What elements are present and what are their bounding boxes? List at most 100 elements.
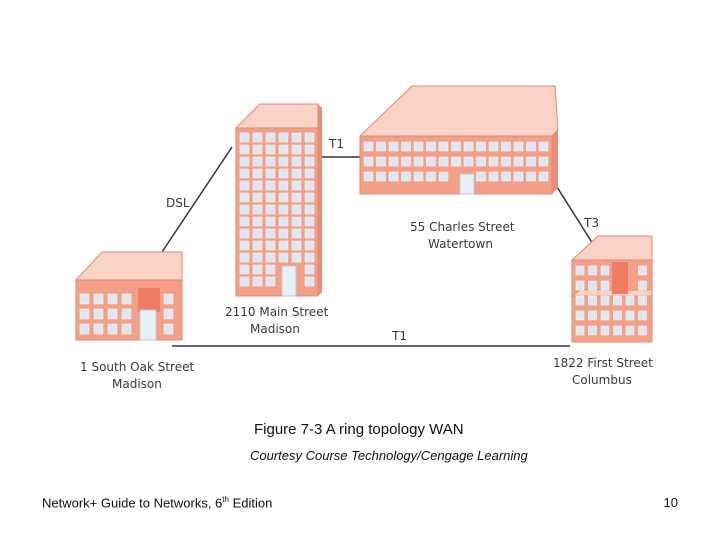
- window: [265, 216, 276, 227]
- window: [526, 156, 536, 167]
- window: [513, 156, 524, 167]
- window: [239, 132, 250, 143]
- window: [278, 192, 289, 203]
- window: [613, 295, 622, 306]
- window: [613, 325, 622, 336]
- window: [239, 276, 250, 287]
- window: [526, 141, 536, 152]
- window: [388, 141, 399, 152]
- building-charles-street: [358, 85, 559, 195]
- window: [304, 156, 315, 167]
- window: [625, 325, 635, 336]
- figure-credit: Courtesy Course Technology/Cengage Learn…: [250, 448, 528, 463]
- window: [438, 156, 449, 167]
- window: [538, 156, 549, 167]
- window: [265, 228, 276, 239]
- window: [265, 192, 276, 203]
- window: [600, 325, 610, 336]
- main-street-city: Madison: [250, 322, 300, 336]
- window: [121, 308, 132, 320]
- window: [304, 276, 315, 287]
- window: [401, 156, 411, 167]
- window: [163, 308, 174, 320]
- window: [304, 144, 315, 155]
- window: [426, 171, 436, 182]
- window: [239, 216, 250, 227]
- window: [291, 144, 302, 155]
- window: [376, 171, 386, 182]
- window: [575, 280, 585, 291]
- window: [600, 295, 610, 306]
- window: [588, 295, 597, 306]
- charles-street-city: Watertown: [428, 237, 493, 251]
- window: [278, 132, 289, 143]
- window: [121, 323, 132, 335]
- window: [291, 192, 302, 203]
- window: [304, 204, 315, 215]
- window: [575, 325, 585, 336]
- window: [538, 171, 549, 182]
- window: [638, 325, 647, 336]
- window: [239, 180, 250, 191]
- window: [625, 295, 635, 306]
- window: [163, 323, 174, 335]
- book-title: Network+ Guide to Networks, 6th Edition: [42, 495, 272, 510]
- window: [107, 323, 118, 335]
- window: [291, 252, 302, 263]
- window: [265, 180, 276, 191]
- window: [239, 156, 250, 167]
- window: [291, 216, 302, 227]
- window: [600, 280, 610, 291]
- window: [239, 252, 250, 263]
- first-street-address: 1822 First Street: [553, 356, 653, 370]
- t3-label: T3: [583, 216, 599, 230]
- window: [252, 228, 263, 239]
- window: [304, 264, 315, 275]
- window: [278, 144, 289, 155]
- window: [252, 240, 263, 251]
- window: [575, 295, 585, 306]
- window: [488, 141, 499, 152]
- window: [613, 310, 622, 321]
- window: [265, 156, 276, 167]
- window: [79, 323, 90, 335]
- window: [413, 171, 424, 182]
- window: [401, 171, 411, 182]
- window: [304, 180, 315, 191]
- window: [291, 180, 302, 191]
- window: [363, 141, 374, 152]
- dsl-link: [161, 146, 233, 253]
- window: [476, 171, 486, 182]
- window: [265, 144, 276, 155]
- window: [278, 168, 289, 179]
- ring-topology-diagram: DSL T1 T3 T1 2110 Main Street Madison 55…: [74, 85, 653, 391]
- window: [291, 156, 302, 167]
- window: [638, 280, 647, 291]
- window: [93, 308, 104, 320]
- book-title-prefix: Network+ Guide to Networks, 6: [42, 495, 223, 511]
- window: [363, 156, 374, 167]
- window: [265, 168, 276, 179]
- window: [476, 156, 486, 167]
- main-street-address: 2110 Main Street: [225, 305, 329, 319]
- window: [600, 265, 610, 276]
- window: [239, 264, 250, 275]
- window: [451, 156, 461, 167]
- window: [376, 141, 386, 152]
- window: [239, 228, 250, 239]
- window: [265, 252, 276, 263]
- window: [252, 180, 263, 191]
- window: [638, 265, 647, 276]
- window: [252, 252, 263, 263]
- window: [239, 168, 250, 179]
- south-oak-city: Madison: [112, 377, 162, 391]
- window: [488, 171, 499, 182]
- window: [513, 171, 524, 182]
- window: [388, 171, 399, 182]
- building-main-street: [234, 103, 322, 297]
- dsl-label: DSL: [166, 196, 190, 210]
- window: [575, 265, 585, 276]
- window: [265, 264, 276, 275]
- window: [304, 216, 315, 227]
- window: [252, 264, 263, 275]
